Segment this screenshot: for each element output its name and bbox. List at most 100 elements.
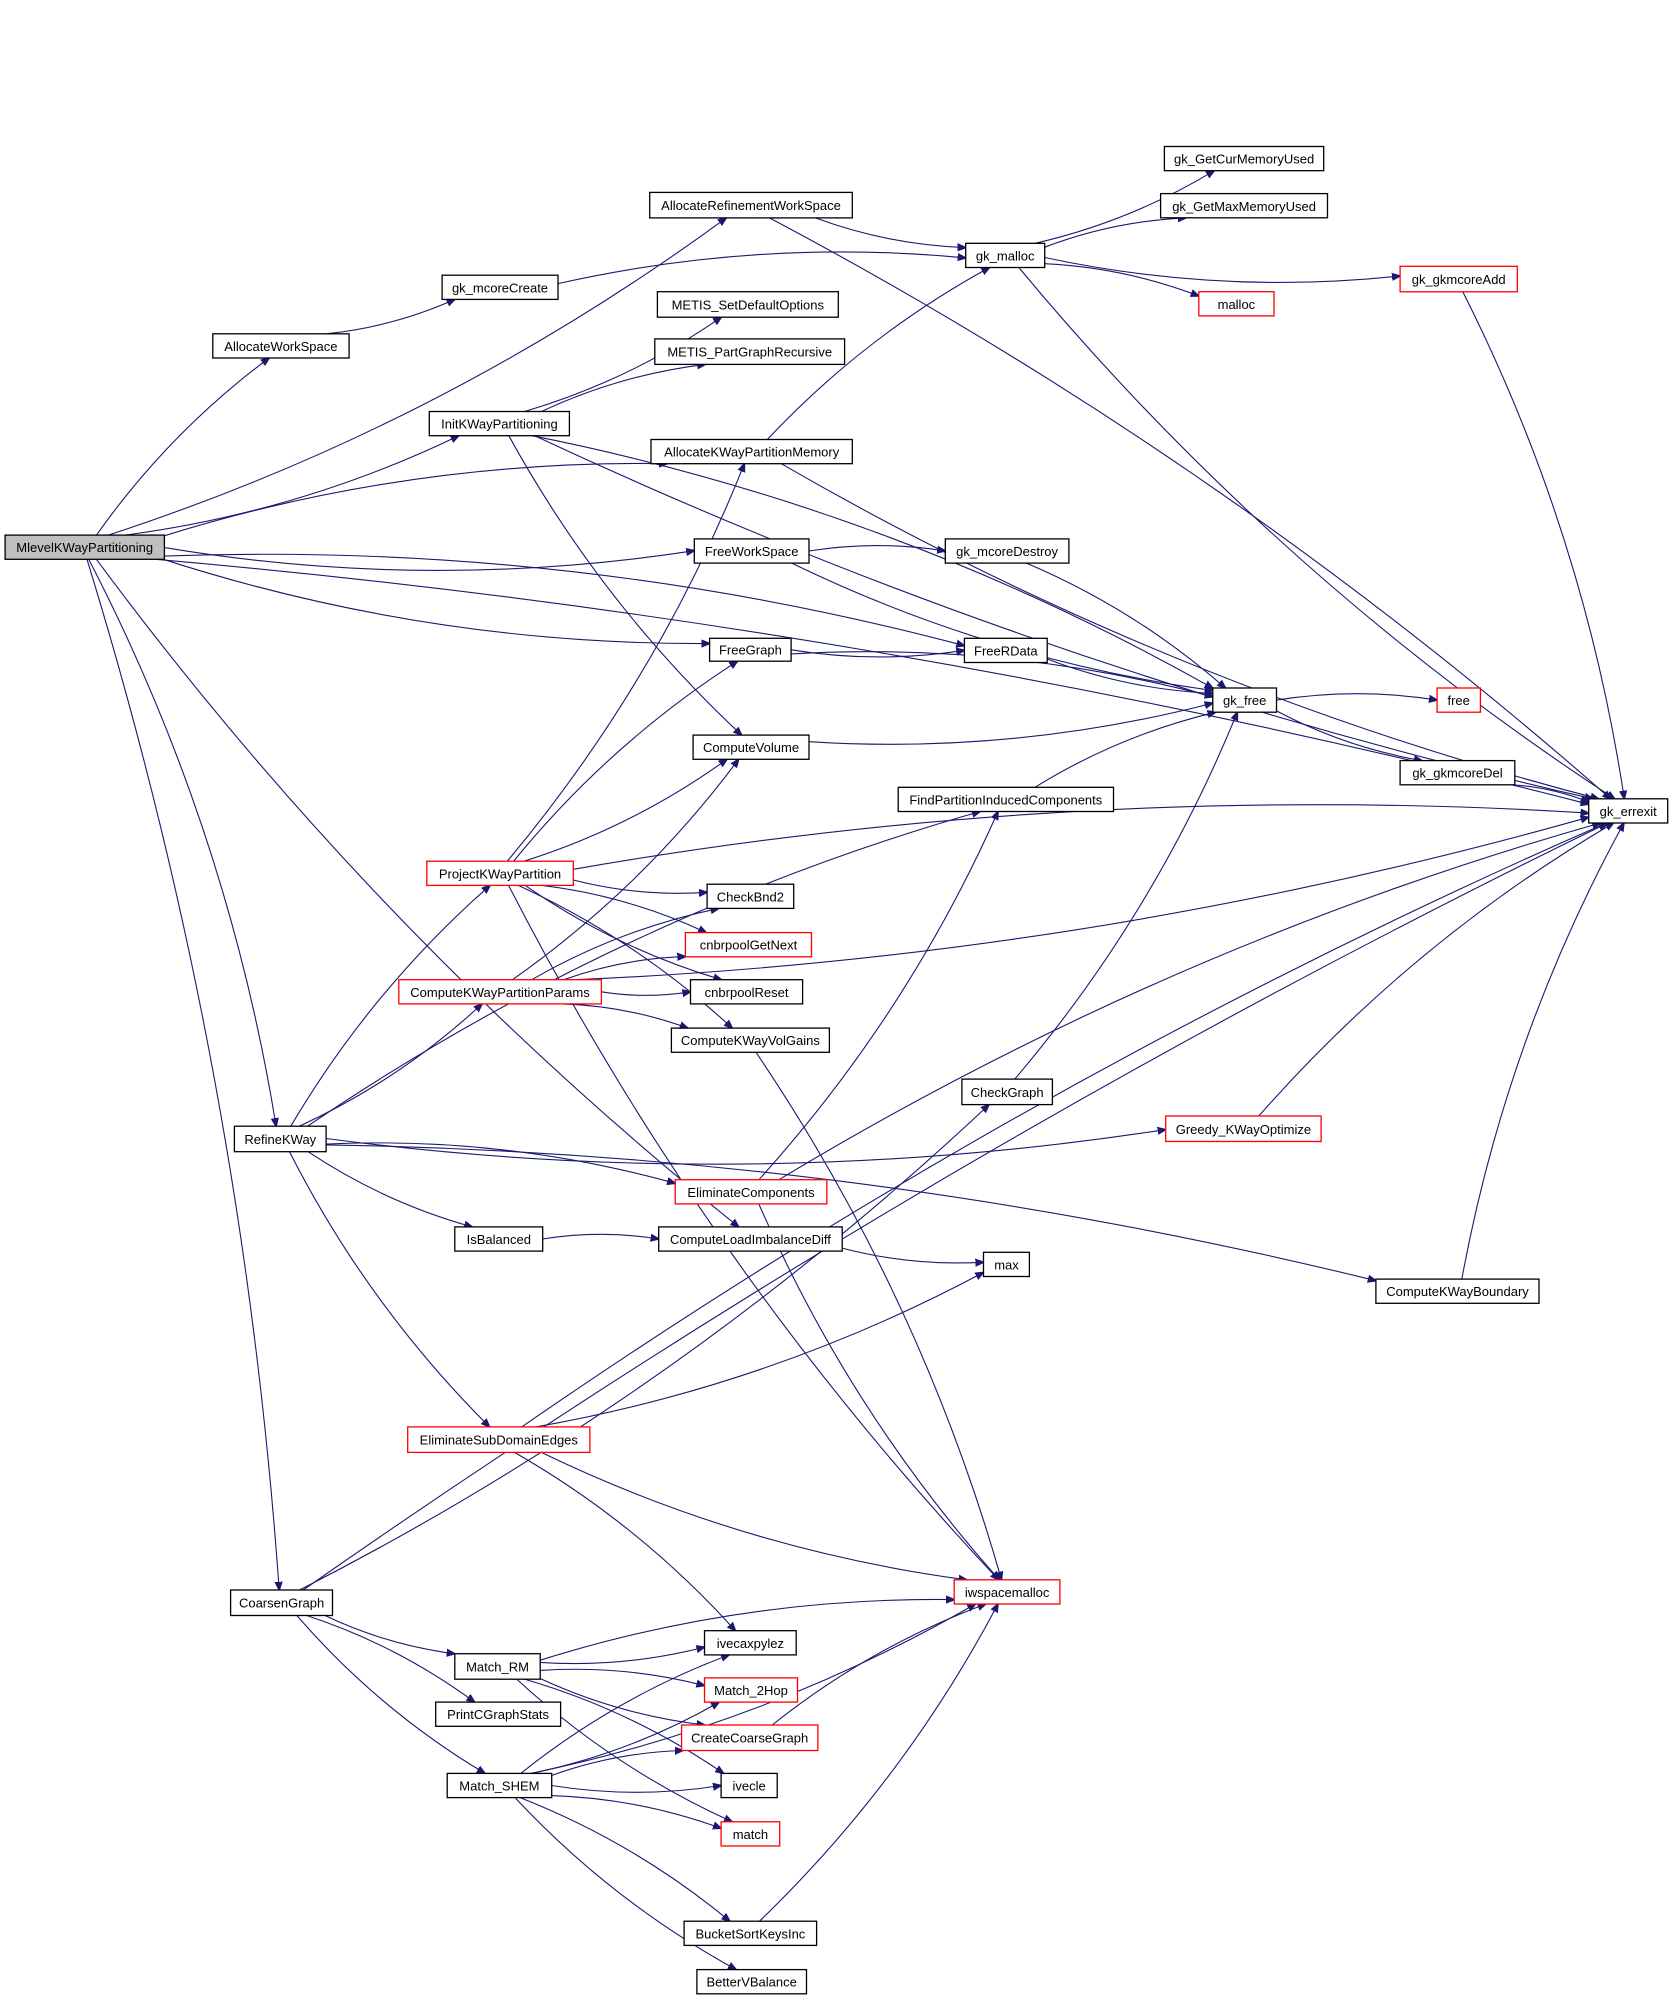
node-refine-kway[interactable]: RefineKWay [233, 1125, 327, 1153]
node-print-cgraph-stats[interactable]: PrintCGraphStats [435, 1701, 562, 1727]
node-box[interactable] [407, 1426, 591, 1454]
node-box[interactable] [454, 1226, 544, 1252]
node-find-partition-induced-components[interactable]: FindPartitionInducedComponents [897, 786, 1115, 813]
node-create-coarse-graph[interactable]: CreateCoarseGraph [680, 1724, 819, 1752]
node-box[interactable] [398, 979, 603, 1005]
node-eliminate-components[interactable]: EliminateComponents [674, 1179, 828, 1205]
node-box[interactable] [703, 1677, 799, 1703]
node-ivecaxpylez[interactable]: ivecaxpylez [703, 1630, 797, 1656]
node-box[interactable] [680, 1724, 819, 1752]
node-box[interactable] [1588, 798, 1669, 824]
node-box[interactable] [961, 1078, 1054, 1106]
node-compute-kway-boundary[interactable]: ComputeKWayBoundary [1375, 1278, 1540, 1304]
node-check-graph[interactable]: CheckGraph [961, 1078, 1054, 1106]
node-check-bnd2[interactable]: CheckBnd2 [706, 883, 795, 910]
node-box[interactable] [1212, 687, 1278, 713]
node-gk-mcore-create[interactable]: gk_mcoreCreate [441, 274, 559, 301]
node-mlevel-kway-partitioning[interactable]: MlevelKWayPartitioning [4, 534, 166, 560]
node-box[interactable] [454, 1653, 541, 1680]
node-box[interactable] [720, 1821, 781, 1847]
node-box[interactable] [435, 1701, 562, 1727]
node-box[interactable] [1165, 1115, 1322, 1143]
node-coarsen-graph[interactable]: CoarsenGraph [229, 1589, 334, 1617]
node-box[interactable] [1375, 1278, 1540, 1304]
node-better-vbalance[interactable]: BetterVBalance [696, 1968, 808, 1995]
node-box[interactable] [706, 883, 795, 910]
node-allocate-refinement-work-space[interactable]: AllocateRefinementWorkSpace [649, 191, 853, 219]
node-match-shem[interactable]: Match_SHEM [446, 1772, 553, 1799]
node-box[interactable] [229, 1589, 334, 1617]
node-compute-kway-partition-params[interactable]: ComputeKWayPartitionParams [398, 979, 603, 1005]
node-bucket-sort-keys-inc[interactable]: BucketSortKeysInc [683, 1920, 818, 1947]
node-max[interactable]: max [982, 1251, 1031, 1278]
node-box[interactable] [684, 931, 813, 958]
node-box[interactable] [1399, 265, 1518, 293]
node-box[interactable] [233, 1125, 327, 1153]
node-box[interactable] [708, 637, 792, 662]
node-box[interactable] [683, 1920, 818, 1947]
node-allocate-kway-partition-memory[interactable]: AllocateKWayPartitionMemory [650, 438, 853, 465]
node-allocate-work-space[interactable]: AllocateWorkSpace [212, 333, 350, 359]
node-free-rdata[interactable]: FreeRData [963, 637, 1048, 664]
node-malloc[interactable]: malloc [1198, 291, 1275, 317]
node-box[interactable] [656, 291, 839, 318]
node-box[interactable] [689, 979, 804, 1005]
node-cnbrpool-reset[interactable]: cnbrpoolReset [689, 979, 804, 1005]
node-box[interactable] [212, 333, 350, 359]
node-init-kway-partitioning[interactable]: InitKWayPartitioning [428, 410, 571, 437]
node-box[interactable] [696, 1968, 808, 1995]
node-gk-free[interactable]: gk_free [1212, 687, 1278, 713]
node-box[interactable] [953, 1579, 1061, 1605]
node-ivecle[interactable]: ivecle [720, 1772, 778, 1799]
node-match-rm[interactable]: Match_RM [454, 1653, 541, 1680]
node-box[interactable] [674, 1179, 828, 1205]
node-box[interactable] [963, 637, 1048, 664]
node-project-kway-partition[interactable]: ProjectKWayPartition [426, 860, 574, 887]
node-metis-part-graph-recursive[interactable]: METIS_PartGraphRecursive [654, 338, 846, 366]
node-gk-gkmcore-del[interactable]: gk_gkmcoreDel [1399, 759, 1516, 786]
node-box[interactable] [446, 1772, 553, 1799]
node-free-graph[interactable]: FreeGraph [708, 637, 792, 662]
node-is-balanced[interactable]: IsBalanced [454, 1226, 544, 1252]
node-compute-volume[interactable]: ComputeVolume [692, 734, 810, 760]
node-box[interactable] [658, 1226, 843, 1252]
node-box[interactable] [692, 734, 810, 760]
node-box[interactable] [982, 1251, 1031, 1278]
node-eliminate-sub-domain-edges[interactable]: EliminateSubDomainEdges [407, 1426, 591, 1454]
node-box[interactable] [1436, 687, 1482, 713]
node-iwspacemalloc[interactable]: iwspacemalloc [953, 1579, 1061, 1605]
node-box[interactable] [4, 534, 166, 560]
node-box[interactable] [441, 274, 559, 301]
node-box[interactable] [703, 1630, 797, 1656]
node-metis-set-default-options[interactable]: METIS_SetDefaultOptions [656, 291, 839, 318]
node-box[interactable] [720, 1772, 778, 1799]
node-box[interactable] [650, 438, 853, 465]
node-box[interactable] [1198, 291, 1275, 317]
node-gk-gkmcore-add[interactable]: gk_gkmcoreAdd [1399, 265, 1518, 293]
node-gk-malloc[interactable]: gk_malloc [965, 242, 1046, 269]
node-box[interactable] [428, 410, 571, 437]
node-box[interactable] [944, 538, 1070, 564]
node-gk-get-cur-memory-used[interactable]: gk_GetCurMemoryUsed [1163, 145, 1325, 172]
node-cnbrpool-get-next[interactable]: cnbrpoolGetNext [684, 931, 813, 958]
node-match-2-hop[interactable]: Match_2Hop [703, 1677, 799, 1703]
node-box[interactable] [649, 191, 853, 219]
node-box[interactable] [1163, 145, 1325, 172]
node-match[interactable]: match [720, 1821, 781, 1847]
node-box[interactable] [965, 242, 1046, 269]
node-free-work-space[interactable]: FreeWorkSpace [693, 538, 810, 564]
node-free[interactable]: free [1436, 687, 1482, 713]
node-box[interactable] [1399, 759, 1516, 786]
node-compute-load-imbalance-diff[interactable]: ComputeLoadImbalanceDiff [658, 1226, 843, 1252]
node-box[interactable] [426, 860, 574, 887]
node-box[interactable] [670, 1027, 831, 1053]
node-box[interactable] [1159, 192, 1329, 219]
node-gk-mcore-destroy[interactable]: gk_mcoreDestroy [944, 538, 1070, 564]
node-greedy-kway-optimize[interactable]: Greedy_KWayOptimize [1165, 1115, 1322, 1143]
node-box[interactable] [654, 338, 846, 366]
node-box[interactable] [693, 538, 810, 564]
node-box[interactable] [897, 786, 1115, 813]
node-gk-get-max-memory-used[interactable]: gk_GetMaxMemoryUsed [1159, 192, 1329, 219]
node-compute-kway-vol-gains[interactable]: ComputeKWayVolGains [670, 1027, 831, 1053]
node-gk-errexit[interactable]: gk_errexit [1588, 798, 1669, 824]
